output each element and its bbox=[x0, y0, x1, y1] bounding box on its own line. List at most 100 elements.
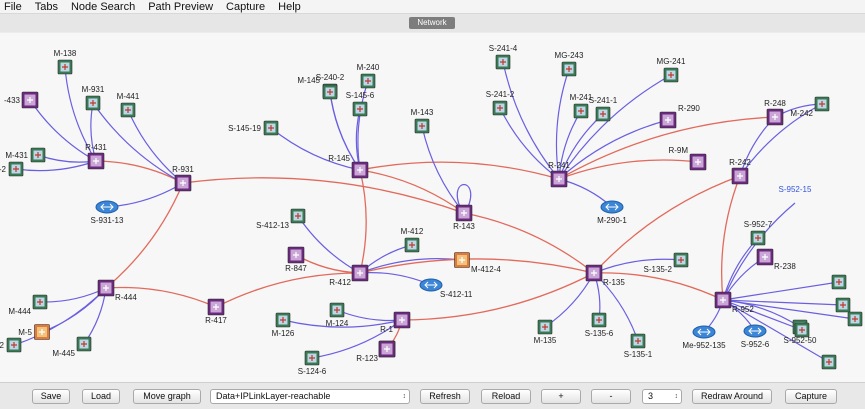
node-R-431[interactable]: R-431 bbox=[85, 143, 107, 170]
node-M-145[interactable]: M-145 bbox=[297, 76, 338, 100]
node-Me-952-135[interactable]: Me-952-135 bbox=[682, 325, 726, 350]
network-graph[interactable]: M-138-433M-931M-441M-431R-431-31-2R-931S… bbox=[0, 33, 865, 382]
redraw-around-button[interactable]: Redraw Around bbox=[692, 389, 772, 404]
menu-path-preview[interactable]: Path Preview bbox=[148, 0, 214, 13]
link-R-931-R-444[interactable] bbox=[105, 182, 184, 289]
node-M-444[interactable]: M-444 bbox=[8, 294, 48, 316]
node-R-238[interactable]: R-238 bbox=[756, 248, 796, 271]
node-R-145[interactable]: R-145 bbox=[328, 154, 369, 179]
node-R-433[interactable]: -433 bbox=[4, 91, 39, 109]
node-R-931[interactable]: R-931 bbox=[172, 165, 194, 192]
link-R-444-R-417[interactable] bbox=[105, 286, 217, 308]
link-R-444-M-445[interactable] bbox=[83, 287, 107, 345]
node-M-5xx[interactable]: M-5 bbox=[18, 324, 50, 340]
node-MG-243[interactable]: MG-243 bbox=[555, 51, 584, 77]
link-R-241-R-248[interactable] bbox=[558, 116, 776, 180]
link-R-412-R-135[interactable] bbox=[359, 258, 595, 274]
node-unlabeled-switch[interactable] bbox=[831, 274, 847, 290]
node-S-412-13[interactable]: S-412-13 bbox=[256, 208, 306, 230]
self-loop-link-R-143[interactable] bbox=[456, 183, 472, 208]
load-button[interactable]: Load bbox=[82, 389, 120, 404]
depth-stepper[interactable]: 3 ↕ bbox=[642, 389, 682, 404]
link-R-952-edge-1[interactable] bbox=[722, 299, 844, 306]
node-S-135-6[interactable]: S-135-6 bbox=[585, 312, 614, 338]
refresh-button[interactable]: Refresh bbox=[420, 389, 470, 404]
node-S-135-1[interactable]: S-135-1 bbox=[624, 333, 653, 359]
link-R-135-R-12x[interactable] bbox=[401, 272, 595, 321]
node-M-290-1[interactable]: M-290-1 bbox=[597, 200, 627, 225]
node-R-9M[interactable]: R-9M bbox=[668, 146, 707, 171]
link-R-444-S-444-12[interactable] bbox=[13, 287, 107, 346]
link-R-145-R-241[interactable] bbox=[359, 161, 560, 180]
link-R-431-M-138[interactable] bbox=[64, 66, 97, 162]
link-R-143-R-135[interactable] bbox=[463, 212, 595, 274]
menu-capture[interactable]: Capture bbox=[226, 0, 266, 13]
link-R-145-R-412[interactable] bbox=[359, 169, 367, 274]
link-R-412-S-412-13[interactable] bbox=[297, 215, 361, 274]
link-R-145-M-240[interactable] bbox=[357, 80, 369, 171]
link-R-242-R-248[interactable] bbox=[739, 116, 776, 177]
link-R-145-S-145-19[interactable] bbox=[270, 127, 361, 171]
node-S-124-6[interactable]: S-124-6 bbox=[298, 350, 327, 376]
node-M-135[interactable]: M-135 bbox=[534, 319, 557, 345]
node-S-952-6[interactable]: S-952-6 bbox=[741, 324, 770, 349]
node-S-444-12[interactable]: -444-12 bbox=[0, 337, 22, 353]
node-unlabeled-switch[interactable] bbox=[847, 311, 863, 327]
node-R-444[interactable]: R-444 bbox=[97, 279, 137, 302]
node-R-241[interactable]: R-241 bbox=[548, 161, 570, 188]
node-S-412-11[interactable]: S-412-11 bbox=[419, 278, 473, 299]
link-R-135-R-242[interactable] bbox=[593, 175, 741, 274]
link-R-931-R-143[interactable] bbox=[182, 177, 465, 214]
node-M-241[interactable]: M-241 bbox=[570, 93, 593, 119]
node-S-145-6[interactable]: S-145-6 bbox=[346, 91, 375, 117]
link-R-952-edge-2[interactable] bbox=[722, 299, 856, 320]
link-R-952-edge-3[interactable] bbox=[722, 299, 803, 331]
tab-network[interactable]: Network bbox=[409, 17, 455, 29]
link-R-241-R-290[interactable] bbox=[558, 119, 669, 180]
node-M-138[interactable]: M-138 bbox=[54, 49, 77, 75]
network-graph-canvas[interactable]: M-138-433M-931M-441M-431R-431-31-2R-931S… bbox=[0, 33, 865, 382]
link-R-444-M-444[interactable] bbox=[39, 287, 107, 303]
link-R-952-R-242[interactable] bbox=[721, 175, 741, 301]
node-M-412[interactable]: M-412 bbox=[401, 227, 424, 253]
node-S-952-7[interactable]: S-952-7 bbox=[744, 220, 773, 246]
node-M-931[interactable]: M-931 bbox=[82, 85, 105, 111]
node-unlabeled-switch[interactable] bbox=[835, 297, 851, 313]
link-R-952-edge-0[interactable] bbox=[722, 281, 840, 301]
node-R-12x[interactable]: R-1 bbox=[380, 311, 411, 334]
node-S-145-19[interactable]: S-145-19 bbox=[228, 120, 279, 136]
node-S-241-1[interactable]: S-241-1 bbox=[589, 96, 618, 122]
link-R-444-M-5xx[interactable] bbox=[41, 287, 107, 333]
link-R-952-S-952-15[interactable] bbox=[722, 202, 796, 301]
save-button[interactable]: Save bbox=[32, 389, 70, 404]
node-R-290[interactable]: R-290 bbox=[659, 104, 700, 129]
link-R-242-M-242[interactable] bbox=[739, 103, 823, 177]
link-R-931-S-931-13[interactable] bbox=[106, 182, 184, 208]
move-graph-button[interactable]: Move graph bbox=[133, 389, 201, 404]
node-R-952[interactable]: R-952 bbox=[714, 291, 754, 314]
link-R-135-R-952[interactable] bbox=[593, 272, 724, 301]
node-unlabeled-switch[interactable] bbox=[794, 322, 810, 338]
link-R-417-R-412[interactable] bbox=[215, 272, 361, 308]
node-S-952-15[interactable]: S-952-15 bbox=[779, 185, 812, 194]
link-R-431-M-931[interactable] bbox=[90, 102, 97, 162]
node-M-441[interactable]: M-441 bbox=[117, 92, 140, 118]
node-R-242[interactable]: R-242 bbox=[729, 158, 751, 185]
node-M-431[interactable]: M-431 bbox=[5, 147, 46, 163]
node-MG-241[interactable]: MG-241 bbox=[657, 57, 686, 83]
node-M-445[interactable]: M-445 bbox=[52, 336, 92, 358]
node-R-124[interactable] bbox=[378, 340, 396, 358]
node-M-124[interactable]: M-124 bbox=[326, 302, 349, 328]
menu-node-search[interactable]: Node Search bbox=[70, 0, 136, 13]
node-R-412[interactable]: R-412 bbox=[329, 264, 369, 287]
link-R-241-MG-243[interactable] bbox=[555, 68, 570, 180]
node-M-240[interactable]: M-240 bbox=[357, 63, 380, 89]
reload-button[interactable]: Reload bbox=[481, 389, 531, 404]
link-R-145-R-143[interactable] bbox=[359, 169, 465, 214]
zoom-in-button[interactable]: + bbox=[541, 389, 581, 404]
link-R-12x-M-126[interactable] bbox=[282, 319, 403, 328]
capture-button[interactable]: Capture bbox=[785, 389, 837, 404]
node-S-31-2[interactable]: -31-2 bbox=[0, 161, 24, 177]
node-S-241-2[interactable]: S-241-2 bbox=[486, 90, 515, 116]
node-unlabeled-switch[interactable] bbox=[821, 354, 837, 370]
